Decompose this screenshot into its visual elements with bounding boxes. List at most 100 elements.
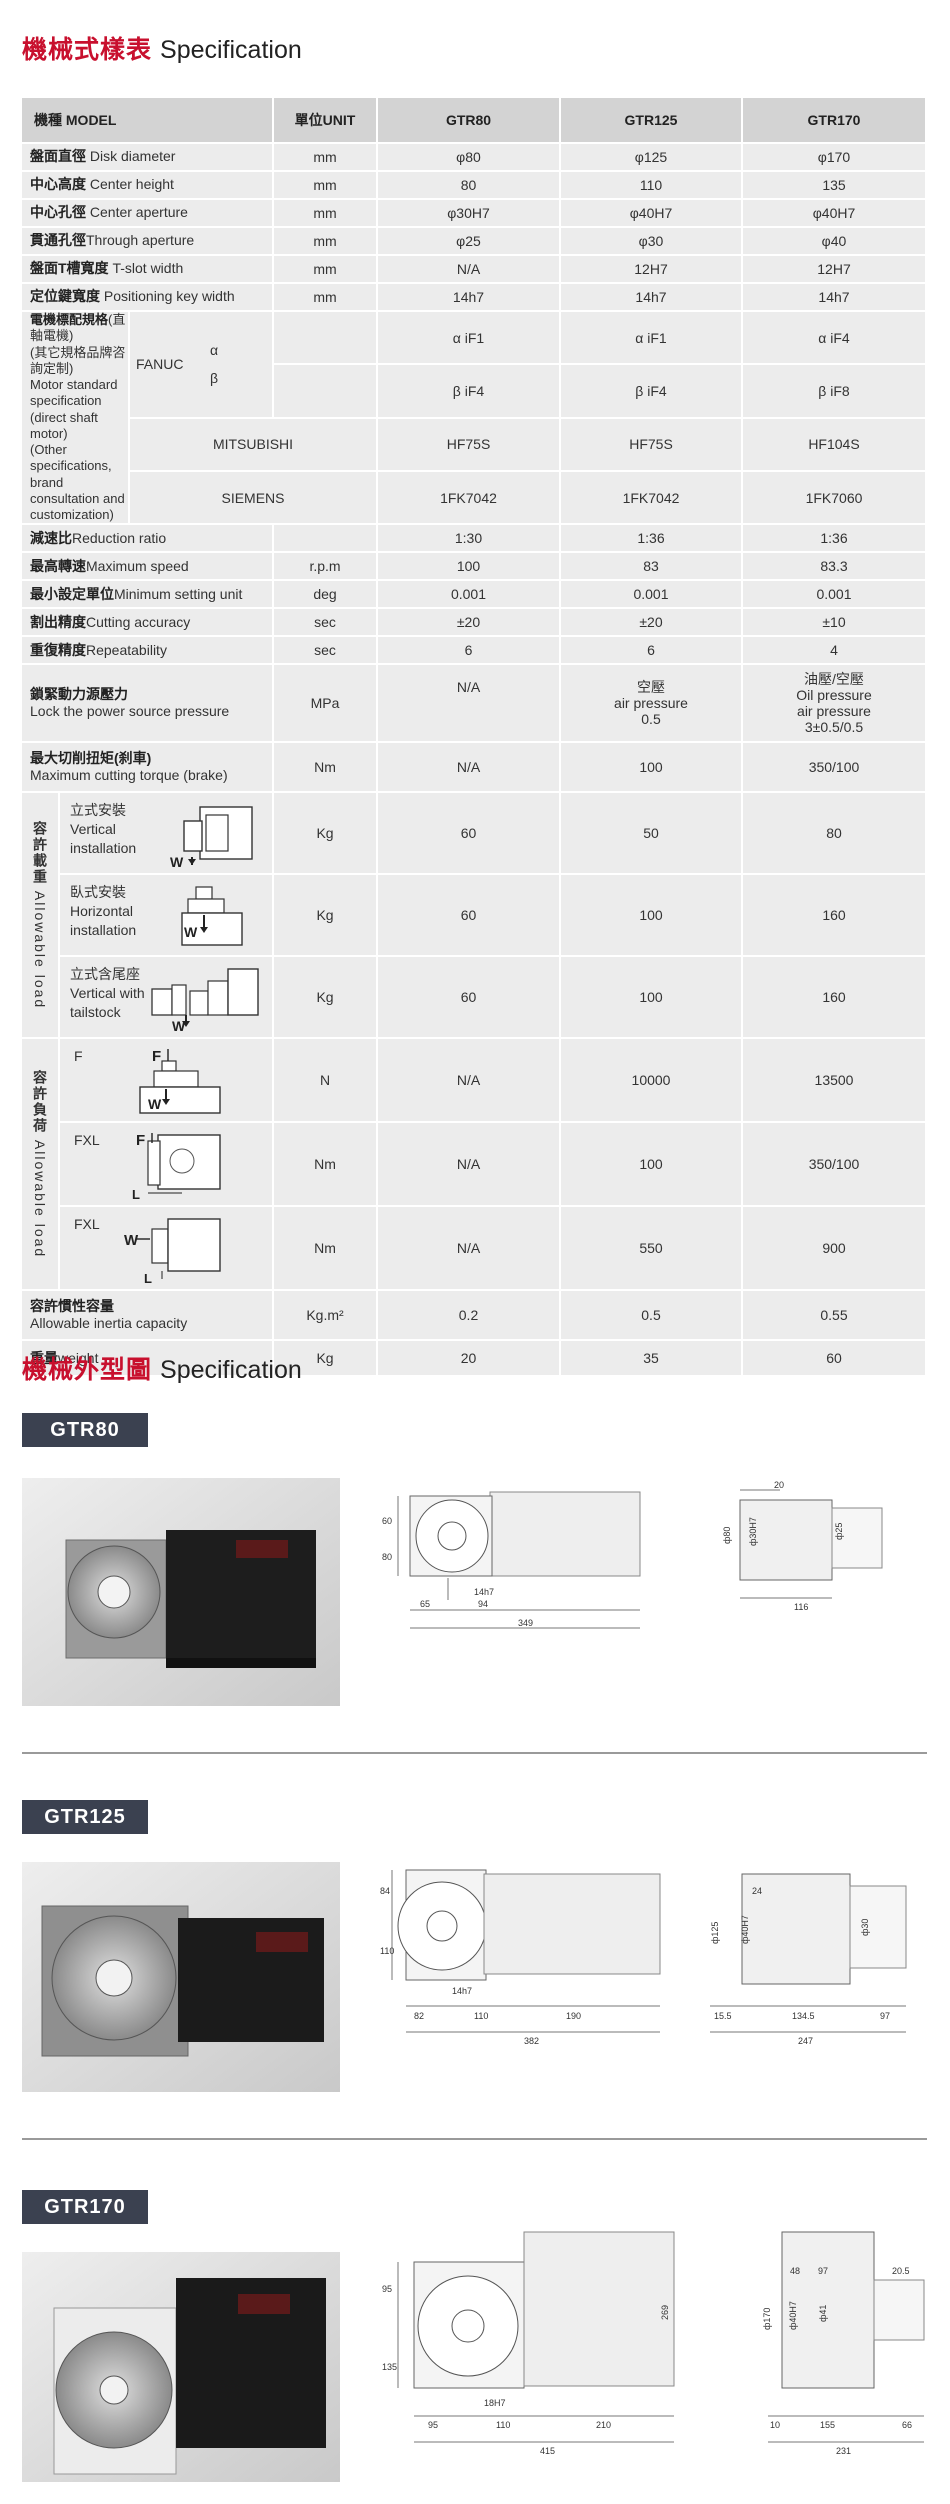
model-tab-gtr170: GTR170: [22, 2190, 148, 2224]
svg-text:135: 135: [382, 2362, 397, 2372]
svg-text:F: F: [136, 1132, 145, 1149]
svg-text:95: 95: [382, 2284, 392, 2294]
allowable-force-group-label: 容許負荷 Allowable load: [22, 1039, 60, 1292]
svg-text:14h7: 14h7: [474, 1587, 494, 1597]
svg-text:84: 84: [380, 1886, 390, 1896]
svg-text:W: W: [170, 854, 184, 869]
svg-text:60: 60: [382, 1516, 392, 1526]
svg-text:W: W: [184, 924, 198, 940]
svg-text:110: 110: [380, 1946, 394, 1956]
svg-text:82: 82: [414, 2011, 424, 2021]
force-fxl-icon: F L: [132, 1132, 221, 1201]
model-tab-gtr80: GTR80: [22, 1413, 148, 1447]
header-unit: 單位UNIT: [274, 98, 378, 144]
svg-text:94: 94: [478, 1599, 488, 1609]
svg-text:97: 97: [818, 2266, 828, 2276]
svg-text:W: W: [148, 1096, 162, 1112]
svg-text:20: 20: [774, 1480, 784, 1490]
allowable-load-group-label: 容許載重 Allowable load: [22, 793, 60, 1040]
svg-text:155: 155: [820, 2420, 835, 2430]
svg-text:110: 110: [474, 2011, 488, 2021]
motor-label: 電機標配規格(直軸電機) (其它規格品牌咨詢定制) Motor standard…: [22, 312, 130, 526]
gtr170-photo: [22, 2252, 340, 2482]
svg-text:W: W: [172, 1018, 186, 1033]
table-row: 割出精度Cutting accuracy sec±20±20±10: [22, 609, 927, 638]
svg-text:ф41: ф41: [818, 2305, 828, 2322]
gtr125-side-drawing: 24 ф125 ф40H7 ф30 15.5 134.5 97 247: [710, 1873, 907, 2046]
svg-text:L: L: [144, 1271, 152, 1285]
model-tab-gtr125: GTR125: [22, 1800, 148, 1834]
svg-text:14h7: 14h7: [452, 1986, 472, 1996]
svg-text:110: 110: [496, 2420, 510, 2430]
svg-text:ф80: ф80: [722, 1527, 732, 1544]
table-header-row: 機種 MODEL 單位UNIT GTR80 GTR125 GTR170: [22, 98, 927, 144]
spec-title-en: Specification: [160, 36, 302, 64]
svg-text:24: 24: [752, 1886, 762, 1896]
svg-text:80: 80: [382, 1552, 392, 1562]
divider: [22, 2138, 927, 2140]
svg-text:L: L: [132, 1187, 140, 1201]
svg-text:66: 66: [902, 2420, 912, 2430]
dimension-title-en: Specification: [160, 1356, 302, 1384]
svg-text:210: 210: [596, 2420, 611, 2430]
svg-text:65: 65: [420, 1599, 430, 1609]
svg-text:ф125: ф125: [710, 1922, 720, 1944]
svg-text:190: 190: [566, 2011, 581, 2021]
divider: [22, 1752, 927, 1754]
table-row-torque: 最大切削扭矩(刹車)Maximum cutting torque (brake)…: [22, 743, 927, 794]
svg-text:ф40H7: ф40H7: [740, 1915, 750, 1944]
svg-text:116: 116: [794, 1602, 808, 1612]
svg-text:48: 48: [790, 2266, 800, 2276]
svg-text:W: W: [124, 1232, 139, 1249]
svg-text:10: 10: [770, 2420, 780, 2430]
spec-title-zh: 機械式樣表: [22, 36, 153, 64]
dimension-title-zh: 機械外型圖: [22, 1356, 153, 1384]
svg-text:ф30: ф30: [860, 1919, 870, 1936]
horizontal-install-icon: W: [181, 886, 243, 946]
svg-text:269: 269: [660, 2305, 670, 2320]
svg-text:415: 415: [540, 2446, 555, 2456]
gtr80-photo: [22, 1478, 340, 1706]
tailstock-install-icon: W: [151, 968, 259, 1033]
svg-text:18H7: 18H7: [484, 2398, 506, 2408]
force-f-icon: F W: [139, 1048, 221, 1114]
spec-table: 機種 MODEL 單位UNIT GTR80 GTR125 GTR170 盤面直徑…: [22, 98, 927, 1378]
force-fxl-horizontal-icon: W L: [124, 1218, 221, 1285]
svg-text:20.5: 20.5: [892, 2266, 910, 2276]
svg-text:247: 247: [798, 2036, 813, 2046]
svg-text:231: 231: [836, 2446, 851, 2456]
gtr80-front-drawing: 60 80 14h7 65 94 349: [382, 1491, 641, 1629]
header-gtr80: GTR80: [378, 98, 561, 144]
gtr80-side-drawing: 20 ф80 ф30H7 ф25 116: [722, 1480, 883, 1612]
gtr170-side-drawing: 48 97 20.5 ф170 ф40H7 ф41 10 155 66 231: [762, 2231, 925, 2456]
svg-text:ф30H7: ф30H7: [748, 1517, 758, 1546]
gtr125-photo: [22, 1862, 340, 2092]
svg-text:ф40H7: ф40H7: [788, 2301, 798, 2330]
header-gtr170: GTR170: [743, 98, 927, 144]
table-row-motor-alpha: 電機標配規格(直軸電機) (其它規格品牌咨詢定制) Motor standard…: [22, 312, 927, 526]
header-gtr125: GTR125: [561, 98, 743, 144]
vertical-install-icon: W: [170, 806, 253, 869]
